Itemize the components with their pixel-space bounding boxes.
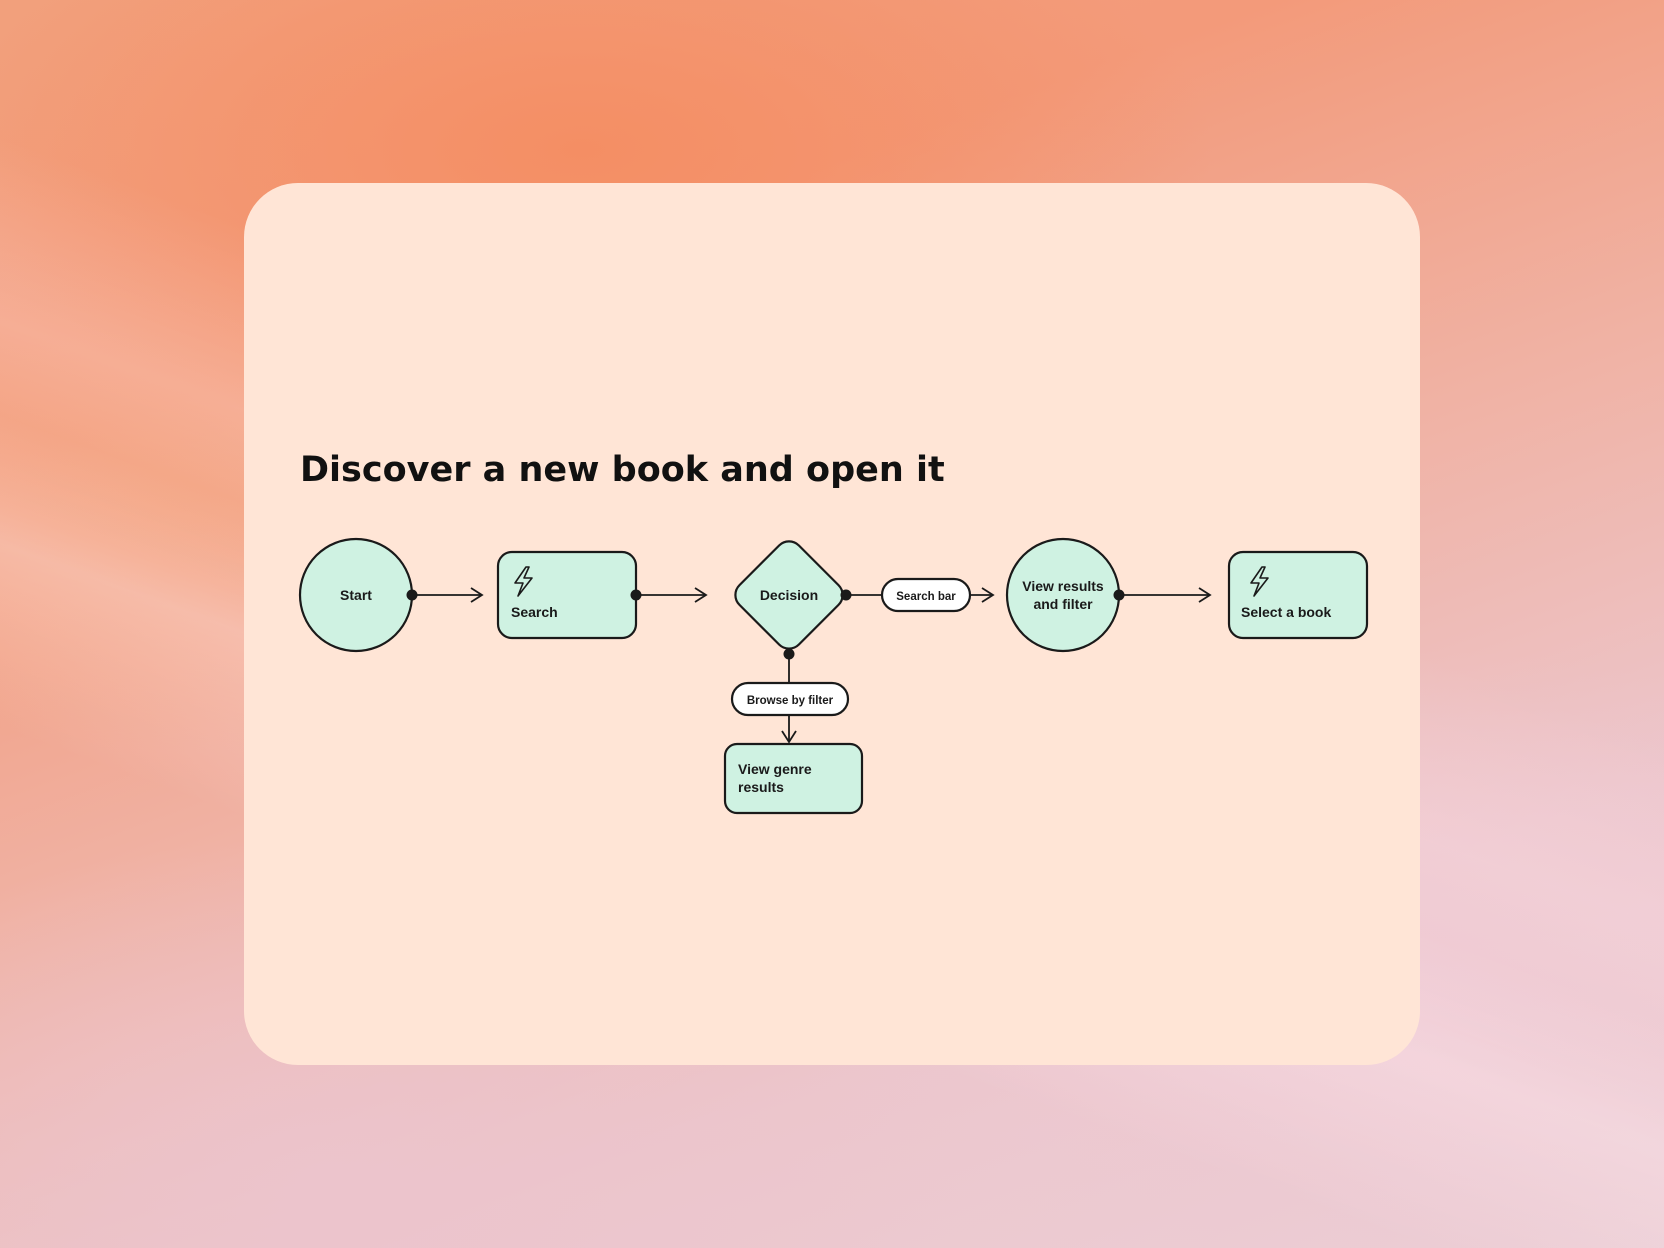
edge-label-search-bar[interactable]: Search bar xyxy=(880,577,972,613)
node-view-results[interactable]: View results and filter xyxy=(1005,537,1121,653)
node-view-results-label-line2: and filter xyxy=(1033,596,1093,612)
node-decision[interactable]: Decision xyxy=(730,536,849,655)
lightning-bolt-icon xyxy=(514,566,533,597)
node-start[interactable]: Start xyxy=(298,537,414,653)
node-select-book-label: Select a book xyxy=(1241,604,1331,620)
node-view-genre-label-line1: View genre xyxy=(738,761,812,777)
node-view-genre-results[interactable]: View genre results xyxy=(723,742,864,815)
node-select-book[interactable]: Select a book xyxy=(1227,550,1369,640)
edge-label-browse-by-filter-text: Browse by filter xyxy=(747,695,834,707)
connector-dot-search[interactable] xyxy=(630,589,642,601)
node-view-genre-label-line2: results xyxy=(738,779,784,795)
node-search[interactable]: Search xyxy=(496,550,638,640)
connector-dot-decision-right[interactable] xyxy=(840,589,852,601)
connector-dot-start[interactable] xyxy=(406,589,418,601)
node-search-label: Search xyxy=(511,604,558,620)
connector-dot-view-results[interactable] xyxy=(1113,589,1125,601)
node-start-label: Start xyxy=(340,587,372,603)
edge-label-browse-by-filter[interactable]: Browse by filter xyxy=(730,681,850,717)
edge-label-search-bar-text: Search bar xyxy=(896,591,956,603)
page-title: Discover a new book and open it xyxy=(300,450,945,490)
node-decision-label: Decision xyxy=(760,587,818,603)
connector-dot-decision-bottom[interactable] xyxy=(783,648,795,660)
node-view-results-label-line1: View results xyxy=(1022,578,1104,594)
diagram-card xyxy=(244,183,1420,1065)
lightning-bolt-icon xyxy=(1250,566,1269,597)
